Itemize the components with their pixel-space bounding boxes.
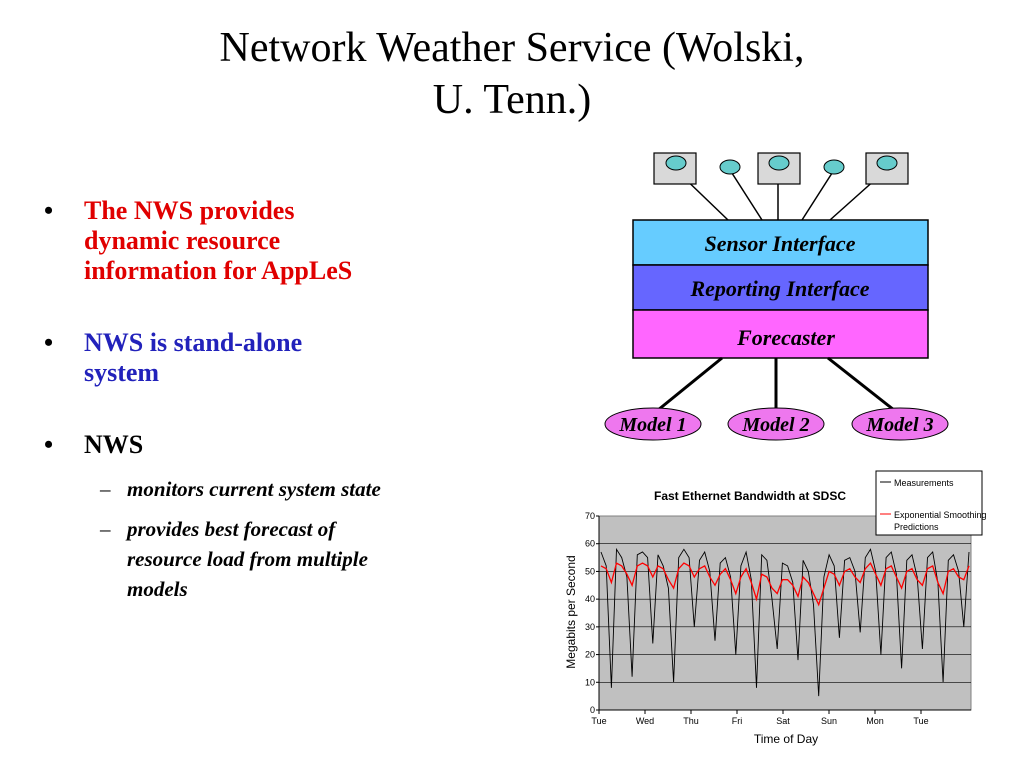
model-connector-lines [657,356,895,412]
forecaster-label: Forecaster [736,325,835,350]
measurements-series-line [600,547,970,697]
bullet-dot-icon: • [44,196,54,225]
y-tick-label: 50 [585,566,595,576]
model-2-oval [727,407,825,441]
y-tick-label: 60 [585,539,595,549]
x-tick-label: Wed [636,716,654,726]
sub-bullet-line: models [127,577,188,601]
bullet-line: dynamic resource [84,226,281,255]
legend-measurements-label: Measurements [894,478,954,488]
reporting-interface-box [632,264,929,311]
forecaster-box [632,309,929,359]
model-1-oval [604,407,702,441]
sensor-node-icon [823,159,845,175]
sensor-interface-box [632,219,929,266]
y-axis-label: Megabits per Second [564,555,578,668]
sub-bullet-list: – monitors current system state – provid… [100,474,514,604]
connector-line [657,356,723,412]
sub-bullet-forecast: – provides best forecast of resource loa… [100,514,514,604]
bullet-line: The NWS provides [84,196,295,225]
x-tick-label: Thu [683,716,699,726]
model-1-label: Model 1 [618,414,686,436]
sensor-node-icon [876,155,898,171]
connector-line [801,169,835,221]
reporting-interface-label: Reporting Interface [689,276,869,301]
y-tick-label: 10 [585,677,595,687]
bullet-nws: • NWS [44,430,514,460]
x-tick-label: Sat [776,716,790,726]
connector-line [827,356,895,412]
sensor-node-icon [719,159,741,175]
y-tick-label: 20 [585,650,595,660]
predictions-series-line [600,561,970,607]
bullet-line: information for AppLeS [84,256,353,285]
bullet-line: NWS [84,430,144,459]
dash-icon: – [100,517,111,541]
sensor-node-icon [665,155,687,171]
sub-bullet-line: monitors current system state [127,477,381,501]
slide-title-line-1: Network Weather Service (Wolski, [219,25,805,71]
bullet-nws-provides: • The NWS provides dynamic resource info… [44,196,514,286]
model-3-label: Model 3 [865,414,933,436]
chart-title: Fast Ethernet Bandwidth at SDSC [654,489,846,503]
bullet-line: NWS is stand-alone [84,328,303,357]
slide-title: Network Weather Service (Wolski, U. Tenn… [0,22,1024,126]
sub-bullet-monitors: – monitors current system state [100,474,514,504]
dash-icon: – [100,477,111,501]
slide-title-line-2: U. Tenn.) [432,77,592,123]
sub-bullet-line: resource load from multiple [127,547,368,571]
x-axis-label: Time of Day [754,732,818,746]
bandwidth-chart: Fast Ethernet Bandwidth at SDSC 0 10 20 30 4… [564,470,987,746]
y-tick-label: 0 [590,705,595,715]
x-tick-label: Fri [732,716,743,726]
bullet-list: • The NWS provides dynamic resource info… [44,196,514,614]
y-tick-label: 40 [585,594,595,604]
y-tick-label: 30 [585,622,595,632]
model-2-label: Model 2 [741,414,809,436]
model-3-oval [851,407,949,441]
sub-bullet-line: provides best forecast of [127,517,336,541]
x-tick-label: Tue [591,716,606,726]
sensor-interface-label: Sensor Interface [705,231,856,256]
x-tick-label: Tue [913,716,928,726]
plot-background [598,515,972,711]
y-tick-label: 70 [585,511,595,521]
host-box [757,152,801,185]
bullet-dot-icon: • [44,328,54,357]
x-tick-label: Mon [866,716,884,726]
chart-legend [875,470,983,536]
bullet-stand-alone: • NWS is stand-alone system [44,328,514,388]
x-tick-label: Sun [821,716,837,726]
sensor-node-icon [768,155,790,171]
bullet-dot-icon: • [44,430,54,459]
bullet-line: system [84,358,160,387]
nws-architecture-diagram: Sensor Interface Reporting Interface For… [604,152,949,441]
connector-line [729,169,763,221]
